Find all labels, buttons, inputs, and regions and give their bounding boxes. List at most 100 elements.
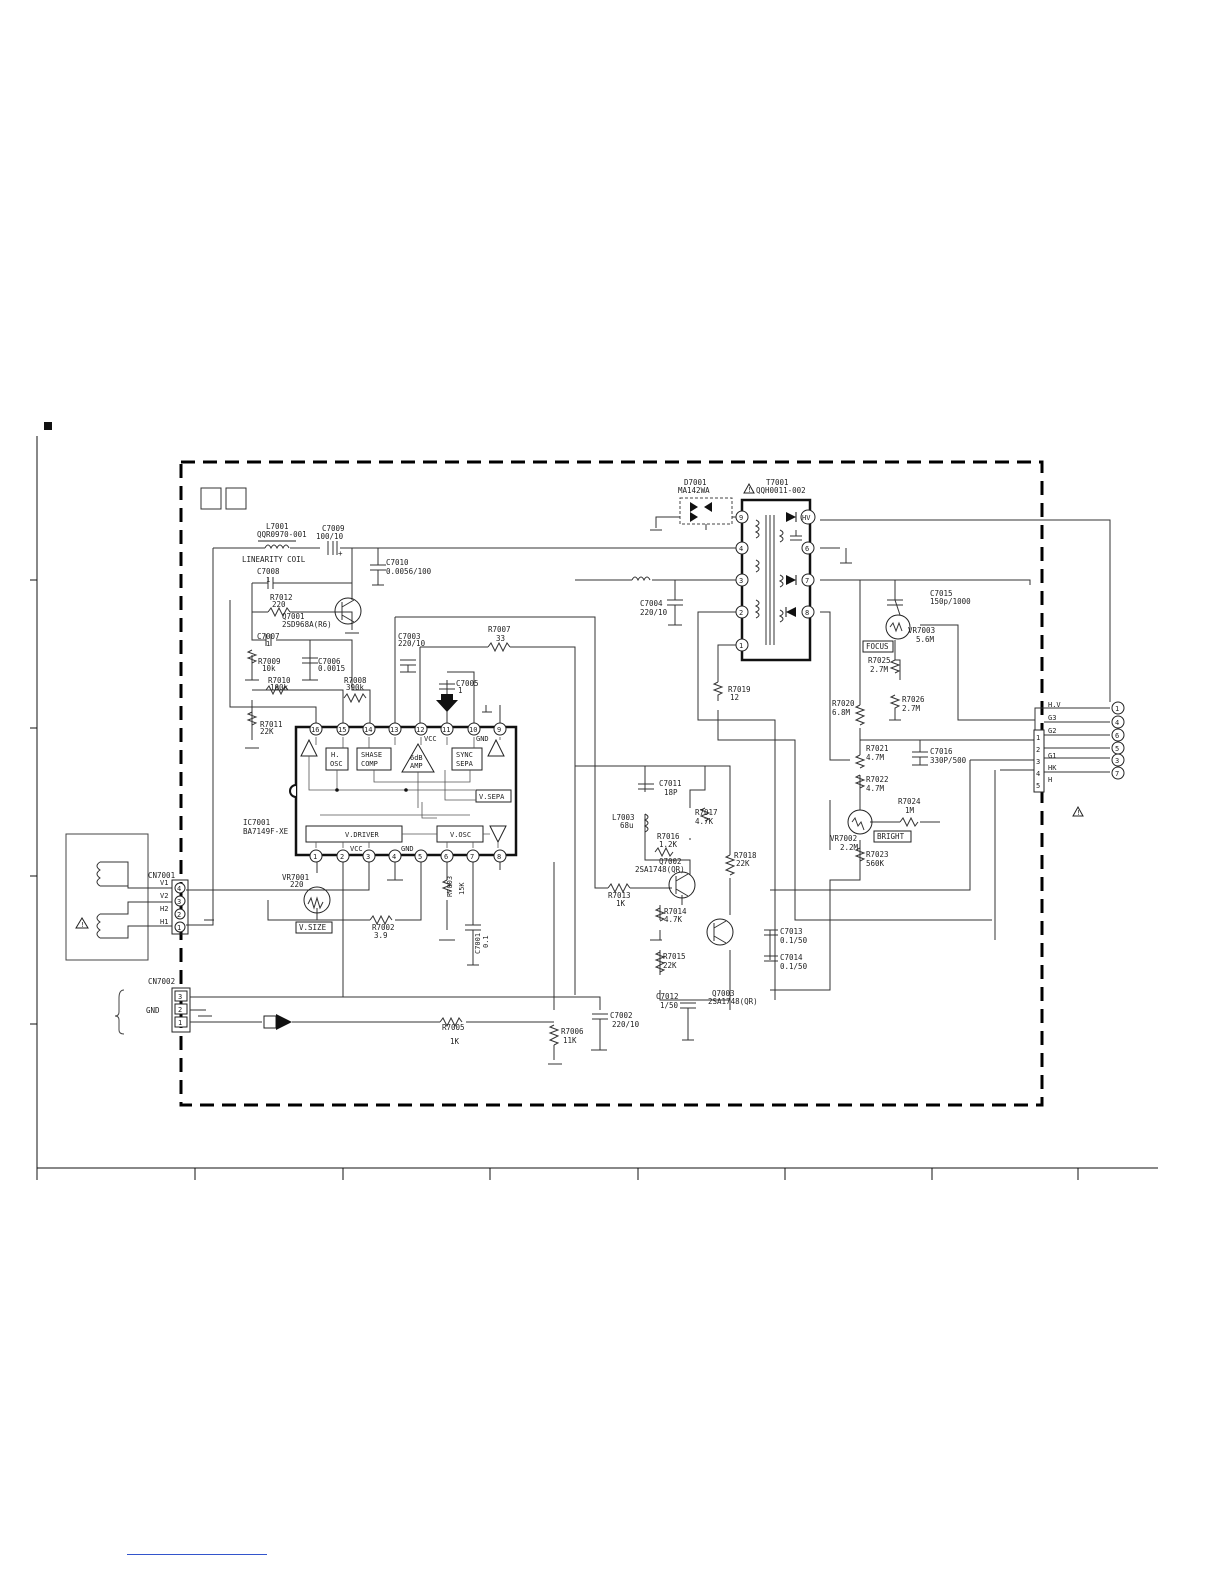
cn7002-connector: CN7002 GND 3 2 1 (114, 977, 191, 1035)
svg-text:C7006: C7006 (318, 657, 341, 666)
q7002-transistor: Q7002 2SA1748(QR) (635, 857, 696, 899)
svg-text:100k: 100k (270, 683, 289, 692)
q7001-transistor: Q7001 2SD968A(R6) (282, 597, 362, 629)
svg-text:13: 13 (390, 726, 398, 734)
svg-text:6dB: 6dB (410, 754, 423, 762)
svg-text:2: 2 (177, 911, 181, 919)
svg-text:4: 4 (1115, 719, 1119, 727)
svg-text:C7001: C7001 (474, 933, 482, 954)
svg-text:220/10: 220/10 (612, 1020, 640, 1029)
c7001-capacitor: C7001 0.1 (465, 924, 490, 965)
circuit-wires (186, 519, 1111, 1060)
svg-text:3: 3 (177, 898, 181, 906)
svg-text:0.1/50: 0.1/50 (780, 936, 808, 945)
svg-text:R7010: R7010 (268, 676, 291, 685)
svg-text:L7001: L7001 (266, 522, 289, 531)
svg-text:H.: H. (331, 751, 339, 759)
svg-text:BRIGHT: BRIGHT (877, 832, 905, 841)
vr7001-vsize-pot: VR7001 220 V.SIZE (282, 873, 333, 934)
svg-text:2: 2 (340, 853, 344, 861)
svg-text:IC7001: IC7001 (243, 818, 270, 827)
svg-text:1K: 1K (616, 899, 626, 908)
svg-text:R7013: R7013 (608, 891, 631, 900)
svg-text:6: 6 (444, 853, 448, 861)
svg-text:+: + (338, 549, 343, 558)
svg-text:1/50: 1/50 (660, 1001, 679, 1010)
svg-text:C7011: C7011 (659, 779, 682, 788)
svg-text:4: 4 (177, 885, 181, 893)
svg-text:1K: 1K (450, 1037, 460, 1046)
svg-text:2SA1748(QR): 2SA1748(QR) (708, 997, 758, 1006)
r7008-resistor: R7008 390k (343, 676, 367, 704)
svg-text:18P: 18P (664, 788, 678, 797)
r7003-resistor: R7003 15K (441, 876, 466, 897)
svg-text:4: 4 (392, 853, 396, 861)
svg-text:15K: 15K (458, 882, 466, 895)
svg-text:R7005: R7005 (442, 1023, 465, 1032)
l7003-inductor: L7003 68u (612, 813, 649, 833)
svg-text:Q7002: Q7002 (659, 857, 682, 866)
output-connector-upper: 1 4 6 H.V G3 G2 G1 HK H (1048, 701, 1125, 784)
svg-text:22K: 22K (736, 859, 750, 868)
svg-text:4.7K: 4.7K (664, 915, 683, 924)
svg-text:R7012: R7012 (270, 593, 293, 602)
svg-text:5: 5 (418, 853, 422, 861)
svg-text:8: 8 (497, 853, 501, 861)
svg-text:330P/500: 330P/500 (930, 756, 967, 765)
svg-text:G1: G1 (1048, 752, 1056, 760)
svg-text:H.V: H.V (1048, 701, 1061, 709)
svg-text:1: 1 (739, 642, 743, 650)
svg-text:1: 1 (266, 640, 270, 648)
r7026-resistor: R7026 2.7M (889, 694, 925, 720)
cn7001-ref: CN7001 (148, 871, 175, 880)
svg-text:Q7001: Q7001 (282, 612, 305, 621)
svg-text:R7009: R7009 (258, 657, 281, 666)
board-outline (179, 460, 1044, 1107)
svg-text:L7003: L7003 (612, 813, 635, 822)
svg-text:7: 7 (805, 577, 809, 585)
svg-text:14: 14 (364, 726, 372, 734)
svg-text:VCC: VCC (350, 845, 363, 853)
svg-text:10: 10 (469, 726, 477, 734)
svg-text:5: 5 (1036, 782, 1040, 790)
svg-text:3: 3 (1115, 757, 1119, 765)
svg-text:FOCUS: FOCUS (866, 642, 889, 651)
r7023-resistor: R7023 560K (854, 847, 889, 868)
cn7001-connector: CN7001 4 3 2 1 V1 V2 H2 H1 (148, 871, 189, 935)
svg-text:220/10: 220/10 (398, 639, 426, 648)
svg-text:4.7M: 4.7M (866, 784, 885, 793)
svg-text:10k: 10k (262, 664, 276, 673)
svg-text:C7013: C7013 (780, 927, 803, 936)
svg-text:C7015: C7015 (930, 589, 953, 598)
svg-text:7: 7 (470, 853, 474, 861)
svg-text:4: 4 (1036, 770, 1040, 778)
svg-text:6.8M: 6.8M (832, 708, 851, 717)
svg-text:2.2M: 2.2M (840, 843, 859, 852)
r7021-resistor: R7021 4.7M (854, 744, 889, 769)
svg-text:1: 1 (177, 924, 181, 932)
c7012-capacitor: C7012 1/50 (656, 992, 696, 1040)
c7010-capacitor: C7010 0.0056/100 (370, 558, 432, 585)
svg-text:12: 12 (730, 693, 739, 702)
svg-text:V1: V1 (160, 879, 168, 887)
svg-text:V.SIZE: V.SIZE (299, 923, 327, 932)
r7011-resistor: R7011 22K (246, 711, 283, 736)
r7009-resistor: R7009 10k (246, 649, 281, 673)
l7001-coil: L7001 QQR0970-001 LINEARITY COIL (242, 522, 307, 564)
svg-text:0.1: 0.1 (482, 935, 490, 948)
r7017-resistor: R7017 4.7K (695, 807, 718, 826)
svg-text:R7017: R7017 (695, 808, 718, 817)
r7006-resistor: R7006 11K (548, 1024, 584, 1046)
svg-text:OSC: OSC (330, 760, 343, 768)
c7005-capacitor: C7005 1 (436, 679, 479, 712)
svg-text:220: 220 (290, 880, 304, 889)
svg-text:11: 11 (442, 726, 450, 734)
svg-text:C7002: C7002 (610, 1011, 633, 1020)
svg-text:R7020: R7020 (832, 699, 855, 708)
svg-text:C7009: C7009 (322, 524, 345, 533)
svg-text:1.2K: 1.2K (659, 840, 678, 849)
svg-text:C7010: C7010 (386, 558, 409, 567)
svg-text:12: 12 (416, 726, 424, 734)
c7009-capacitor: C7009 100/10 + (316, 524, 345, 558)
